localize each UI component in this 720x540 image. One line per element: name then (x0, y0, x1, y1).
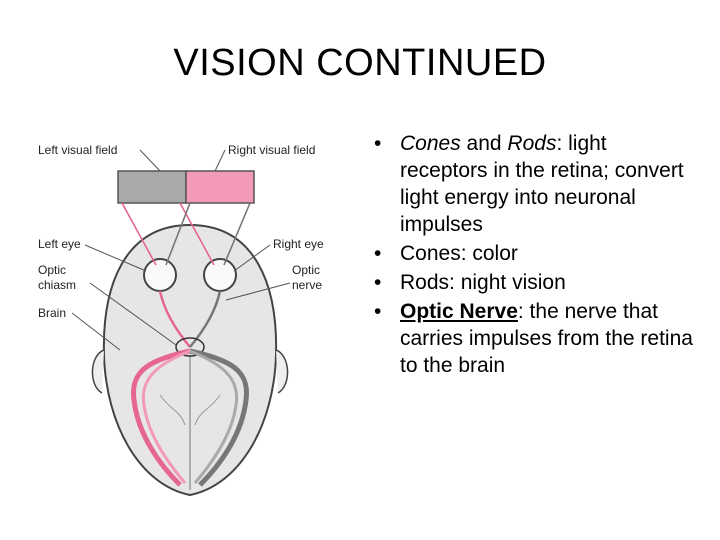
brain-gyri (159, 394, 221, 426)
bullet-1-rods: Rods (507, 132, 557, 155)
label-left-visual-field: Left visual field (38, 143, 117, 157)
label-right-visual-field: Right visual field (228, 143, 315, 157)
bullet-4-rest: : the nerve that carries impulses from t… (400, 300, 693, 377)
right-eye (203, 258, 237, 292)
optic-nerves (158, 290, 222, 348)
bullet-2-text: Cones: color (400, 242, 518, 265)
label-brain: Brain (38, 306, 66, 320)
label-optic-chiasm-1: Optic (38, 263, 66, 277)
bullet-cones-rods: Cones and Rods: light receptors in the r… (368, 130, 698, 238)
bullet-rods-night: Rods: night vision (368, 269, 698, 296)
bullet-4-term: Optic Nerve (400, 300, 518, 323)
label-optic-nerve-1: Optic (292, 263, 320, 277)
optic-chiasm (175, 337, 205, 357)
label-right-eye: Right eye (273, 237, 324, 251)
light-rays (121, 202, 251, 266)
right-ear (275, 349, 289, 394)
bullet-1-and: and (460, 132, 508, 155)
left-visual-field-bar (117, 170, 187, 204)
left-eye (143, 258, 177, 292)
right-visual-field-bar (185, 170, 255, 204)
label-left-eye: Left eye (38, 237, 81, 251)
bullet-list: Cones and Rods: light receptors in the r… (368, 130, 698, 381)
right-pathway (131, 348, 191, 487)
bullet-optic-nerve: Optic Nerve: the nerve that carries impu… (368, 298, 698, 379)
label-optic-nerve-2: nerve (292, 278, 322, 292)
left-pathway (189, 348, 249, 487)
bullet-3-text: Rods: night vision (400, 271, 566, 294)
label-pointers (71, 149, 291, 351)
visual-pathway-diagram: Left visual field Right visual field Lef… (30, 125, 350, 515)
bullet-1-rest: : light receptors in the retina; convert… (400, 132, 684, 236)
label-optic-chiasm-2: chiasm (38, 278, 76, 292)
bullet-cones-color: Cones: color (368, 240, 698, 267)
visual-pathway-svg: Left visual field Right visual field Lef… (38, 143, 324, 497)
left-ear (91, 349, 105, 394)
slide-title: VISION CONTINUED (173, 42, 547, 84)
bullet-1-cones: Cones (400, 132, 461, 155)
